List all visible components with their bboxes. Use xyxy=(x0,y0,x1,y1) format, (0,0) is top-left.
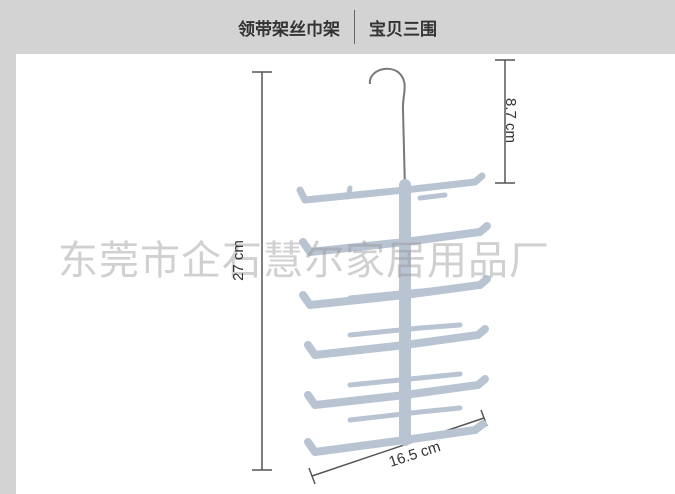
watermark: 东莞市企石慧尔家居用品厂 xyxy=(58,238,550,284)
product-title: 领带架丝巾架 xyxy=(238,19,340,40)
header: 领带架丝巾架 宝贝三围 xyxy=(0,0,675,54)
product-image-panel xyxy=(16,54,675,494)
hook xyxy=(368,67,406,191)
dimension-lines xyxy=(252,59,515,485)
section-title: 宝贝三围 xyxy=(369,19,437,40)
hook-height-label: 8.7 cm xyxy=(502,97,520,144)
height-label: 27 cm xyxy=(229,240,247,281)
divider xyxy=(354,10,355,44)
hanger-body xyxy=(296,172,491,456)
